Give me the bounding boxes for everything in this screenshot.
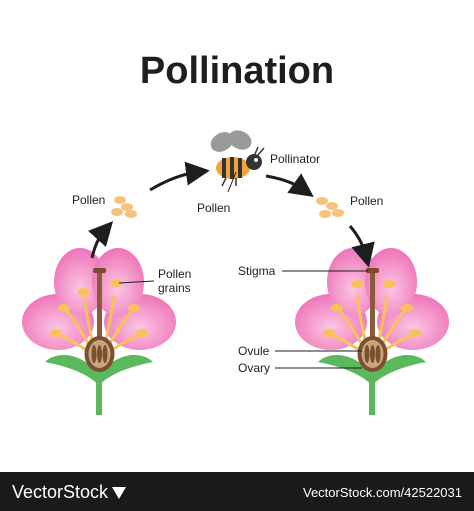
label-pollinator: Pollinator — [270, 152, 321, 166]
brand-name: VectorStock — [12, 482, 109, 502]
label-pollen-bee: Pollen — [197, 201, 231, 215]
footer-bar: VectorStock VectorStock.com/42522031 — [0, 472, 474, 511]
label-pollen-right: Pollen — [350, 194, 384, 208]
left-stem — [96, 360, 102, 415]
label-ovule: Ovule — [238, 344, 270, 358]
right-stem — [369, 360, 375, 415]
page-title: Pollination — [139, 50, 335, 92]
right-anthers — [323, 280, 421, 337]
left-petal-back-left — [54, 248, 106, 316]
right-stigma — [366, 268, 379, 273]
right-ovules — [364, 345, 381, 363]
right-style — [370, 272, 375, 342]
bee-icon — [210, 130, 265, 187]
footer-url: VectorStock.com/42522031 — [303, 485, 462, 500]
label-pollen-grains: Pollen grains — [158, 267, 192, 295]
arrow-pollen-to-flower — [348, 225, 375, 268]
pollen-cluster-left — [111, 196, 137, 218]
brand-triangle-icon — [112, 487, 127, 500]
arrow-flower-to-pollen — [88, 221, 114, 259]
left-flower — [22, 248, 176, 415]
label-stigma: Stigma — [238, 264, 276, 278]
leader-lines — [118, 171, 368, 369]
left-ovules — [91, 345, 108, 363]
left-stigma — [93, 268, 106, 273]
left-anthers — [50, 279, 148, 337]
left-leaf-left — [45, 355, 99, 385]
right-leaf-left — [318, 355, 372, 385]
brand-logo: VectorStock — [12, 482, 127, 503]
flow-arrows — [88, 161, 375, 268]
left-style — [97, 272, 102, 342]
right-flower — [295, 248, 449, 415]
pollen-cluster-right — [316, 197, 344, 218]
diagram-canvas — [22, 130, 449, 415]
arrow-pollen-to-bee — [149, 161, 210, 192]
label-ovary: Ovary — [238, 361, 271, 375]
label-pollen-left: Pollen — [72, 193, 106, 207]
arrow-bee-to-pollen — [265, 173, 314, 197]
